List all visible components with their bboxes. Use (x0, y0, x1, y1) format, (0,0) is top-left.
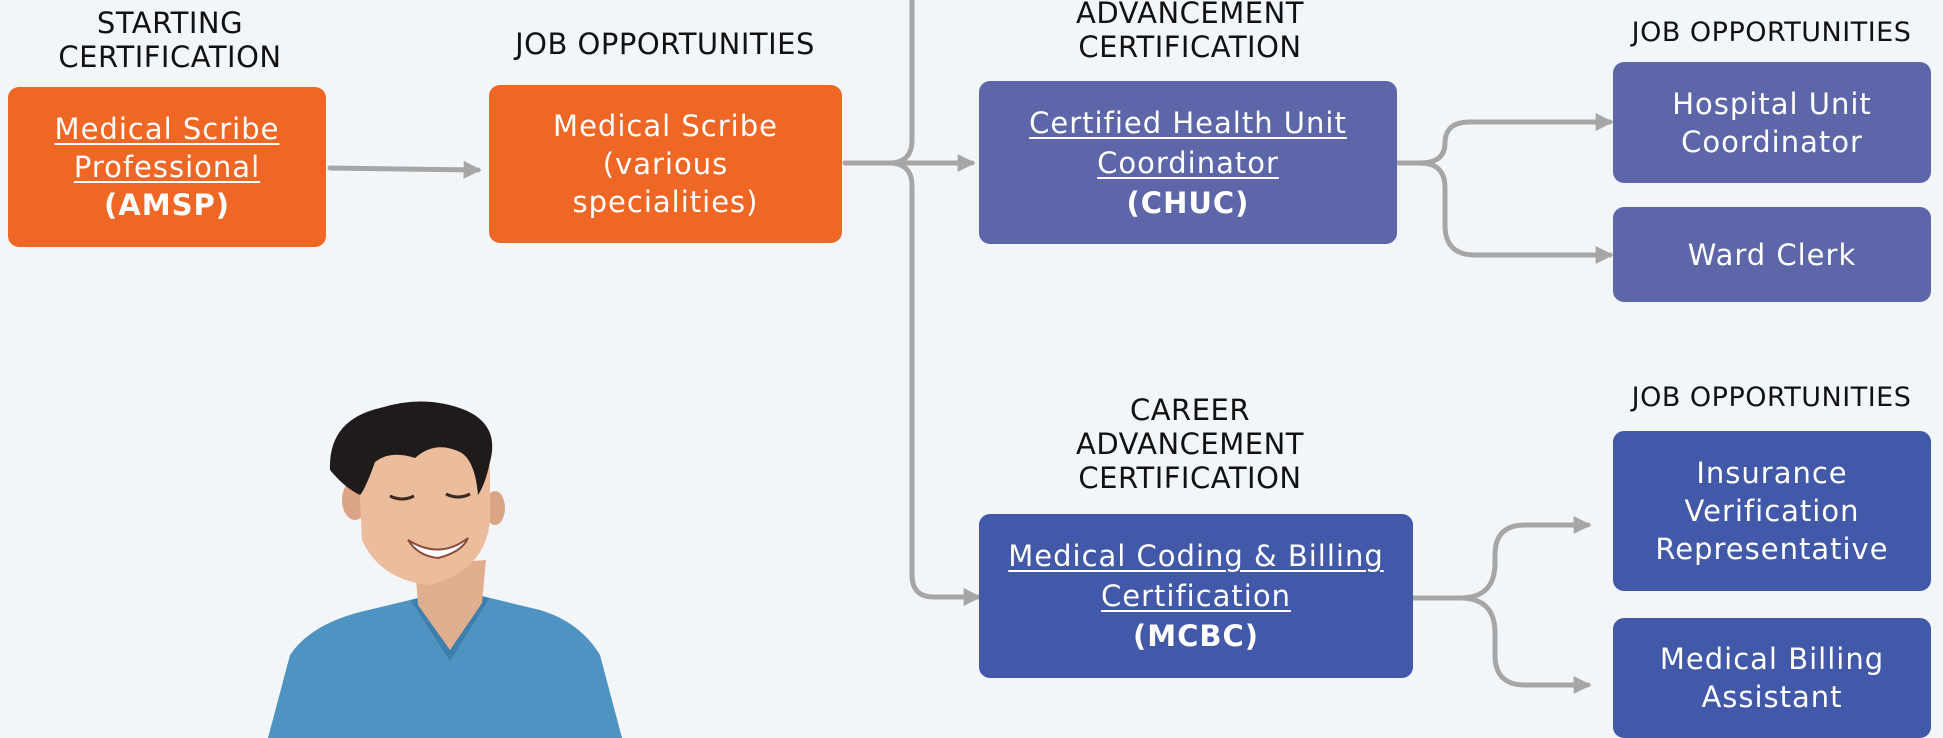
amsp-link-line-2[interactable]: Professional (73, 150, 261, 184)
ward-line-1: Ward Clerk (1687, 237, 1857, 272)
box-chuc: Certified Health Unit Coordinator (CHUC) (979, 81, 1397, 244)
connector-chuc-to-huc (1395, 113, 1614, 166)
chuc-link-line-1[interactable]: Certified Health Unit (1029, 105, 1347, 140)
heading-line: ADVANCEMENT (1076, 427, 1304, 461)
box-mcbc: Medical Coding & Billing Certification (… (979, 514, 1413, 678)
heading-job-opportunities-top: JOB OPPORTUNITIES (1600, 16, 1943, 50)
connector-chuc-to-ward (1417, 160, 1614, 264)
scribe-line-2: (various (602, 147, 729, 181)
heading-career-advancement-certification: CAREER ADVANCEMENT CERTIFICATION (1035, 393, 1345, 495)
box-medical-scribe: Medical Scribe (various specialities) (489, 85, 842, 243)
heading-line: CAREER (1129, 393, 1251, 427)
heading-line: JOB OPPORTUNITIES (1631, 17, 1912, 48)
connector-amsp-to-scribe (327, 160, 482, 179)
scribe-line-3: specialities) (572, 185, 759, 219)
mcbc-link-line-1[interactable]: Medical Coding & Billing (1008, 539, 1384, 573)
heading-job-opportunities-1: JOB OPPORTUNITIES (480, 27, 850, 61)
heading-line: STARTING (96, 6, 244, 40)
heading-line: CERTIFICATION (58, 40, 282, 74)
amsp-link-line-1[interactable]: Medical Scribe (54, 112, 280, 146)
connector-top-vertical (842, 0, 915, 166)
heading-line: JOB OPPORTUNITIES (515, 27, 815, 61)
scribe-line-1: Medical Scribe (553, 109, 778, 143)
huc-line-1: Hospital Unit (1672, 86, 1872, 121)
chuc-abbreviation: (CHUC) (1126, 185, 1250, 220)
heading-line: CERTIFICATION (1078, 461, 1302, 495)
heading-starting-certification: STARTING CERTIFICATION (20, 6, 320, 74)
mcbc-abbreviation: (MCBC) (1132, 619, 1260, 653)
connector-mcbc-to-mba (1457, 595, 1592, 694)
mcbc-link-line-2[interactable]: Certification (1101, 579, 1291, 613)
heading-job-opportunities-bottom: JOB OPPORTUNITIES (1600, 381, 1943, 415)
mba-line-1: Medical Billing (1659, 642, 1885, 676)
ivr-line-1: Insurance (1696, 456, 1848, 490)
heading-advancement-certification: ADVANCEMENT CERTIFICATION (1030, 0, 1350, 64)
connector-scribe-to-mcbc (886, 160, 982, 606)
amsp-abbreviation: (AMSP) (104, 188, 230, 222)
heading-line: CERTIFICATION (1078, 30, 1302, 64)
box-ward-clerk: Ward Clerk (1613, 207, 1931, 302)
connector-mcbc-to-ivr (1410, 516, 1592, 601)
box-amsp: Medical Scribe Professional (AMSP) (8, 87, 326, 247)
heading-line: ADVANCEMENT (1076, 0, 1304, 30)
heading-line: JOB OPPORTUNITIES (1631, 382, 1912, 413)
healthcare-worker-photo (268, 401, 622, 738)
chuc-link-line-2[interactable]: Coordinator (1097, 145, 1279, 180)
mba-line-2: Assistant (1701, 680, 1843, 714)
box-hospital-unit-coordinator: Hospital Unit Coordinator (1613, 62, 1931, 183)
huc-line-2: Coordinator (1681, 124, 1863, 159)
box-medical-billing-assistant: Medical Billing Assistant (1613, 618, 1931, 738)
ivr-line-2: Verification (1684, 494, 1860, 528)
ivr-line-3: Representative (1655, 532, 1889, 566)
box-insurance-verification-representative: Insurance Verification Representative (1613, 431, 1931, 591)
